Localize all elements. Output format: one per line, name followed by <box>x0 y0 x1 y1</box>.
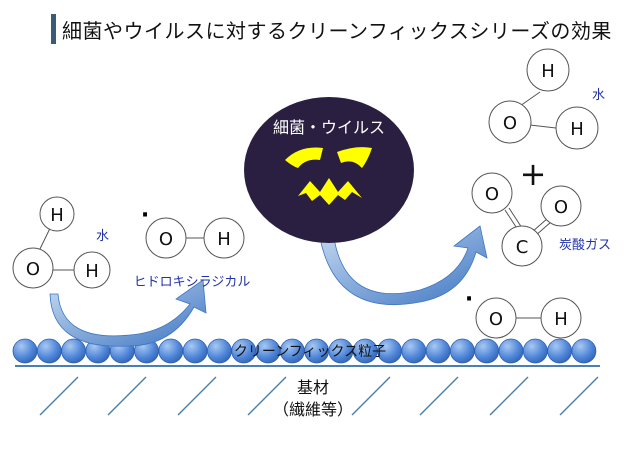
hydroxyl-radical-right: · O H <box>465 287 582 339</box>
atom-c <box>501 225 543 267</box>
atom-o <box>540 185 582 227</box>
particle-bead <box>61 338 86 364</box>
substrate-hatching <box>39 376 599 416</box>
atom-h <box>39 196 75 232</box>
atom-o <box>471 172 513 214</box>
atom-o-label: O <box>554 197 568 218</box>
atom-o-label: O <box>503 113 517 134</box>
hydroxyl-radical-label: ヒドロキシラジカル <box>134 275 251 290</box>
atom-o-label: O <box>489 309 503 330</box>
plus-sign: + <box>520 155 547 193</box>
particle-label: クリーンフィックス粒子 <box>234 344 386 360</box>
particle-bead <box>571 338 597 364</box>
water-label-left: 水 <box>96 229 109 244</box>
carbon-dioxide-label: 炭酸ガス <box>559 238 611 253</box>
particle-bead <box>158 338 184 364</box>
angry-eye-right-icon <box>337 147 372 168</box>
particle-bead <box>522 338 548 364</box>
atom-o <box>475 297 517 339</box>
atom-h-label: H <box>541 61 555 82</box>
hydroxyl-radical-left: · O H ヒドロキシラジカル <box>134 203 251 290</box>
radical-dot: · <box>465 287 473 312</box>
atom-o <box>488 100 532 144</box>
particle-bead <box>206 338 232 364</box>
zigzag-mouth-icon <box>298 178 362 205</box>
atom-o-label: O <box>159 229 173 250</box>
atom-h <box>526 48 570 92</box>
atom-o-label: O <box>485 184 499 205</box>
arrow-water-to-radical <box>49 279 207 347</box>
radical-dot: · <box>141 203 149 228</box>
particle-bead <box>36 338 62 364</box>
water-molecule-left: H O H 水 <box>12 196 111 289</box>
atom-o <box>12 247 54 289</box>
particle-bead <box>498 338 524 364</box>
bacteria-virus-label: 細菌・ウイルス <box>273 118 385 137</box>
angry-eye-left-icon <box>285 147 323 168</box>
arrow-orb-to-products <box>319 225 488 306</box>
atom-o <box>145 217 187 259</box>
atom-o-label: O <box>26 259 40 280</box>
particle-bead <box>547 338 572 364</box>
water-molecule-right: H O H 水 <box>488 48 605 150</box>
atom-h <box>73 251 111 289</box>
atom-h <box>203 217 245 259</box>
title-accent-bar <box>51 14 56 44</box>
atom-h-label: H <box>570 119 584 140</box>
substrate-label: 基材 <box>297 378 329 397</box>
particle-bead <box>401 338 427 364</box>
bacteria-virus-orb: 細菌・ウイルス <box>244 97 414 243</box>
atom-h-label: H <box>85 261 99 282</box>
water-label-right: 水 <box>592 88 605 103</box>
particle-bead <box>425 338 451 364</box>
atom-h-label: H <box>50 205 64 226</box>
particle-bead <box>449 338 475 364</box>
particle-bead <box>474 338 500 364</box>
atom-c-label: C <box>516 237 529 258</box>
atom-h-label: H <box>217 229 231 250</box>
particle-bead <box>182 338 208 364</box>
atom-h <box>555 106 599 150</box>
substrate-sub-label: （繊維等） <box>273 400 353 419</box>
atom-h-label: H <box>554 309 568 330</box>
atom-h <box>540 297 582 339</box>
particle-bead <box>12 338 38 364</box>
carbon-dioxide-molecule: O O C 炭酸ガス <box>471 172 611 267</box>
particle-row <box>12 338 597 364</box>
page-title: 細菌やウイルスに対するクリーンフィックスシリーズの効果 <box>62 19 612 43</box>
